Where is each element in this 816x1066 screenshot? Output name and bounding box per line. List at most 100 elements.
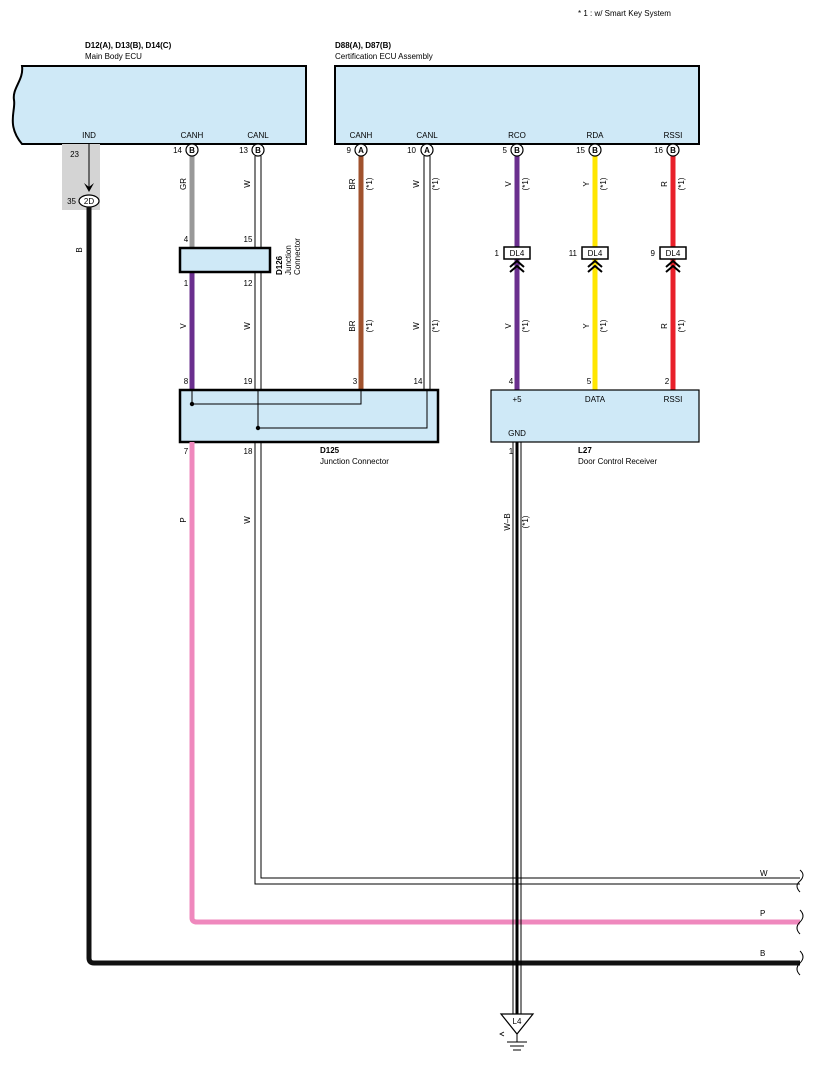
d126-pin-15: 15 bbox=[244, 235, 253, 244]
ce-canl-connector bbox=[420, 143, 434, 157]
wire-w-ce-star2: (*1) bbox=[431, 319, 440, 332]
wire-wb-star: (*1) bbox=[521, 515, 530, 528]
wire-v-rco-star: (*1) bbox=[521, 177, 530, 190]
wire-b bbox=[86, 207, 800, 966]
d125-pin-3: 3 bbox=[353, 377, 358, 386]
rda-conn-id: B bbox=[592, 146, 598, 155]
dl4-connector-11 bbox=[581, 246, 609, 260]
wire-w-ce-label: W bbox=[412, 180, 421, 188]
d125-junction-dot-1 bbox=[189, 401, 195, 407]
dl4-chevron-11-icon bbox=[587, 259, 603, 273]
mb-canh-connector bbox=[185, 143, 199, 157]
ground-l4-triangle bbox=[499, 1013, 535, 1035]
dl4-pin-11: 11 bbox=[569, 249, 578, 258]
ce-terminal-rssi: RSSI bbox=[664, 131, 683, 140]
cert-ecu-codes: D88(A), D87(B) bbox=[335, 41, 391, 50]
d125-internal-canh bbox=[191, 390, 362, 405]
wire-br-label2: BR bbox=[348, 320, 357, 331]
ground-l4-id: L4 bbox=[513, 1017, 522, 1026]
d125-pin-7: 7 bbox=[184, 447, 189, 456]
l27-terminal-rssi: RSSI bbox=[664, 395, 683, 404]
l27-pin-2: 2 bbox=[665, 377, 670, 386]
dl4-pin-1: 1 bbox=[495, 249, 500, 258]
d126-code: D126 bbox=[275, 255, 284, 275]
wire-r-rssi-star: (*1) bbox=[677, 177, 686, 190]
dl4-chevron-9-icon bbox=[665, 259, 681, 273]
mb-canh-pin: 14 bbox=[173, 146, 182, 155]
wire-y-rda-label: Y bbox=[582, 181, 591, 187]
rco-connector bbox=[510, 143, 524, 157]
l27-name: Door Control Receiver bbox=[578, 457, 657, 466]
dl4-label-1: DL4 bbox=[510, 249, 525, 258]
ce-canh-connector bbox=[354, 143, 368, 157]
d126-pin-4: 4 bbox=[184, 235, 189, 244]
ground-icon bbox=[499, 1031, 505, 1037]
ce-canl-conn-id: A bbox=[424, 146, 430, 155]
wire-r-rssi-star2: (*1) bbox=[677, 319, 686, 332]
d125-pin-19: 19 bbox=[244, 377, 253, 386]
l27-terminal-gnd: GND bbox=[508, 429, 526, 438]
d125-pin-8: 8 bbox=[184, 377, 189, 386]
l27-pin-1: 1 bbox=[509, 447, 514, 456]
mb-terminal-canh: CANH bbox=[181, 131, 204, 140]
wire-v-rco-star2: (*1) bbox=[521, 319, 530, 332]
d125-pin-18: 18 bbox=[244, 447, 253, 456]
dl4-label-11: DL4 bbox=[588, 249, 603, 258]
l27-pin-4: 4 bbox=[509, 377, 514, 386]
ce-terminal-rda: RDA bbox=[587, 131, 605, 140]
wire-w-out-a bbox=[254, 442, 800, 885]
rssi-connector bbox=[666, 143, 680, 157]
d125-connector-box bbox=[178, 388, 440, 444]
break-p-icon bbox=[796, 909, 804, 935]
wire-p bbox=[189, 442, 800, 925]
wire-b-label: B bbox=[75, 247, 84, 252]
main-body-ecu-name: Main Body ECU bbox=[85, 52, 142, 61]
wire-br-label: BR bbox=[348, 178, 357, 189]
d126-name-2: Connector bbox=[293, 238, 302, 275]
right-label-w: W bbox=[760, 869, 768, 878]
rssi-pin: 16 bbox=[654, 146, 663, 155]
main-body-ecu-box bbox=[11, 65, 307, 145]
mb-canh-conn-id: B bbox=[189, 146, 195, 155]
wire-y-rda-star2: (*1) bbox=[599, 319, 608, 332]
mb-canl-pin: 13 bbox=[239, 146, 248, 155]
wire-w-mb-label: W bbox=[243, 180, 252, 188]
wire-w-mb-label2: W bbox=[243, 322, 252, 330]
wire-gr-label: GR bbox=[179, 178, 188, 190]
wire-p-label: P bbox=[179, 517, 188, 522]
ind-arrow-icon bbox=[84, 183, 94, 192]
d125-name: Junction Connector bbox=[320, 457, 389, 466]
wire-r-rssi-label2: R bbox=[660, 323, 669, 329]
d125-internal-canl bbox=[257, 390, 428, 429]
break-w-icon bbox=[796, 869, 804, 893]
wire-w-out-label: W bbox=[243, 516, 252, 524]
wire-y-rda-star: (*1) bbox=[599, 177, 608, 190]
wire-w-out-b bbox=[260, 442, 800, 879]
wire-v-mb-label: V bbox=[179, 323, 188, 329]
wire-y-rda-label2: Y bbox=[582, 323, 591, 329]
dl4-label-9: DL4 bbox=[666, 249, 681, 258]
right-label-b: B bbox=[760, 949, 765, 958]
main-body-ecu-codes: D12(A), D13(B), D14(C) bbox=[85, 41, 172, 50]
mb-terminal-canl: CANL bbox=[247, 131, 269, 140]
ce-canl-pin: 10 bbox=[407, 146, 416, 155]
l27-receiver-box bbox=[490, 389, 700, 443]
d125-pin-14: 14 bbox=[414, 377, 423, 386]
rco-conn-id: B bbox=[514, 146, 520, 155]
dl4-connector-9 bbox=[659, 246, 687, 260]
mb-canl-conn-id: B bbox=[255, 146, 261, 155]
rco-pin: 5 bbox=[503, 146, 508, 155]
l27-pin-5: 5 bbox=[587, 377, 592, 386]
cert-ecu-box bbox=[334, 65, 700, 145]
ind-pin-35: 35 bbox=[67, 197, 76, 206]
d126-name-1: Junction bbox=[284, 245, 293, 275]
dl4-chevron-1-icon bbox=[509, 259, 525, 273]
wire-w-ce-star: (*1) bbox=[431, 177, 440, 190]
break-b-icon bbox=[796, 950, 804, 976]
ce-terminal-canl: CANL bbox=[416, 131, 438, 140]
rda-pin: 15 bbox=[576, 146, 585, 155]
ind-connector-id: 2D bbox=[84, 197, 94, 206]
l27-terminal-plus5: +5 bbox=[512, 395, 522, 404]
wire-r-rssi-label: R bbox=[660, 181, 669, 187]
